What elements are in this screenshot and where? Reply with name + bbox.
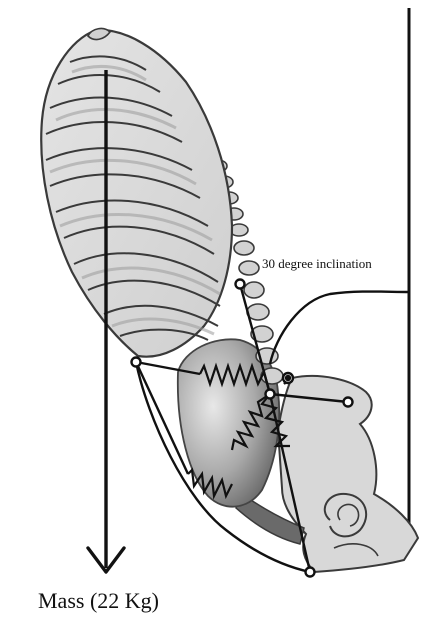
inclination-label: 30 degree inclination (262, 256, 372, 272)
rib-cage (41, 29, 232, 357)
mass-label: Mass (22 Kg) (38, 588, 159, 614)
